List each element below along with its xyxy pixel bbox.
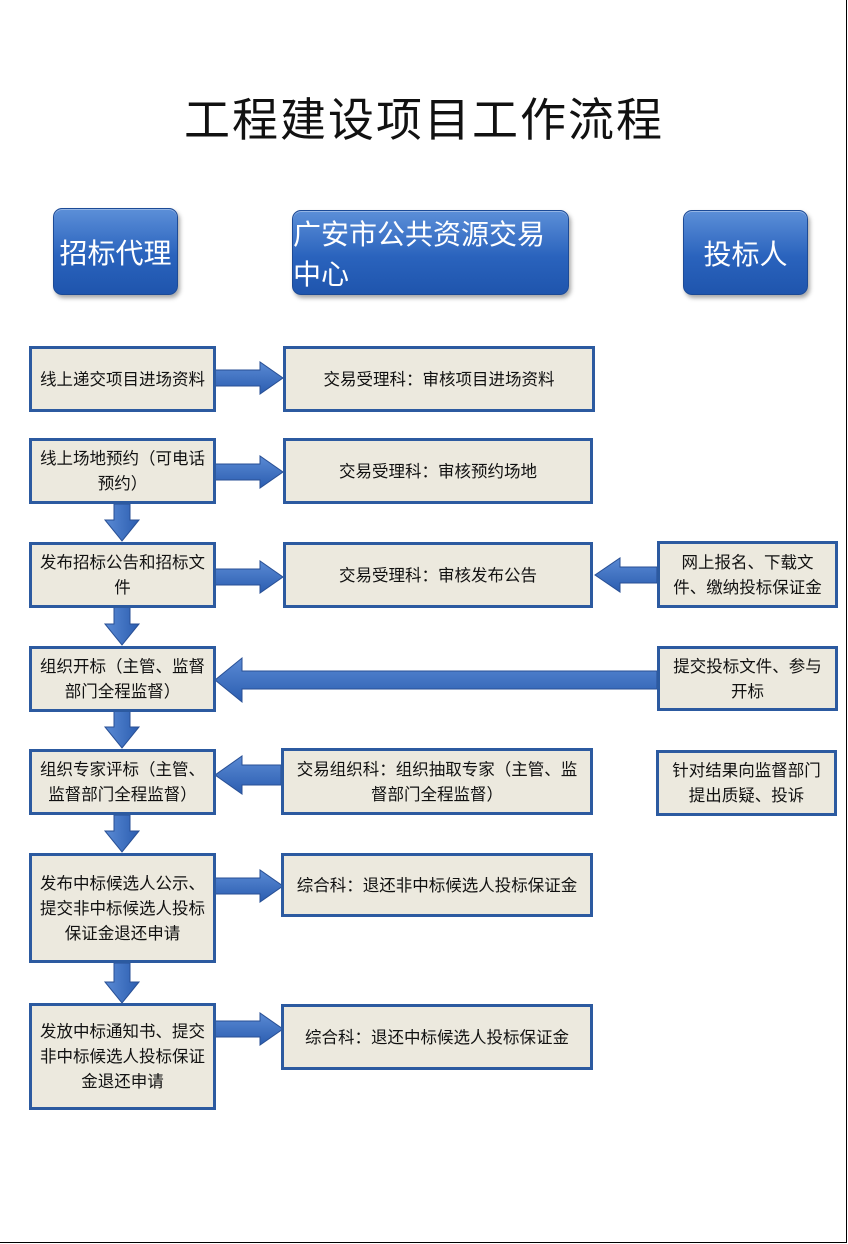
header-bidder: 投标人 [683,210,808,295]
agent-step-1: 线上递交项目进场资料 [29,346,216,412]
bidder-step-5: 针对结果向监督部门提出质疑、投诉 [656,750,837,816]
arrow-right-3 [214,560,284,594]
agent-step-5: 组织专家评标（主管、监督部门全程监督） [29,749,216,815]
arrow-down-2 [103,503,141,542]
arrow-right-1 [214,361,284,395]
center-step-3: 交易受理科：审核发布公告 [283,542,593,608]
arrow-right-2 [214,455,284,489]
arrow-right-7 [214,1012,284,1046]
arrow-down-6 [103,962,141,1004]
arrow-left-bidder-4 [214,656,658,704]
arrow-left-center-5 [214,755,282,795]
arrow-right-6 [214,869,284,903]
bidder-step-4: 提交投标文件、参与开标 [657,646,838,711]
arrow-down-3 [103,606,141,646]
header-agent: 招标代理 [53,208,178,295]
arrow-down-5 [103,814,141,853]
center-step-5: 交易组织科：组织抽取专家（主管、监督部门全程监督） [281,748,593,815]
center-step-6: 综合科：退还非中标候选人投标保证金 [281,853,593,917]
page-title: 工程建设项目工作流程 [184,93,664,147]
center-step-2: 交易受理科：审核预约场地 [283,438,593,504]
arrow-down-4 [103,710,141,749]
agent-step-7: 发放中标通知书、提交非中标候选人投标保证金退还申请 [29,1003,216,1110]
arrow-left-bidder-3 [594,557,658,593]
agent-step-4: 组织开标（主管、监督部门全程监督） [29,646,216,712]
center-step-1: 交易受理科：审核项目进场资料 [283,346,595,412]
agent-step-6: 发布中标候选人公示、提交非中标候选人投标保证金退还申请 [29,853,216,963]
bidder-step-3: 网上报名、下载文件、缴纳投标保证金 [657,541,838,608]
center-step-7: 综合科：退还中标候选人投标保证金 [281,1004,593,1070]
agent-step-2: 线上场地预约（可电话预约） [29,438,216,504]
agent-step-3: 发布招标公告和招标文件 [29,542,216,608]
header-center: 广安市公共资源交易中心 [292,210,569,295]
